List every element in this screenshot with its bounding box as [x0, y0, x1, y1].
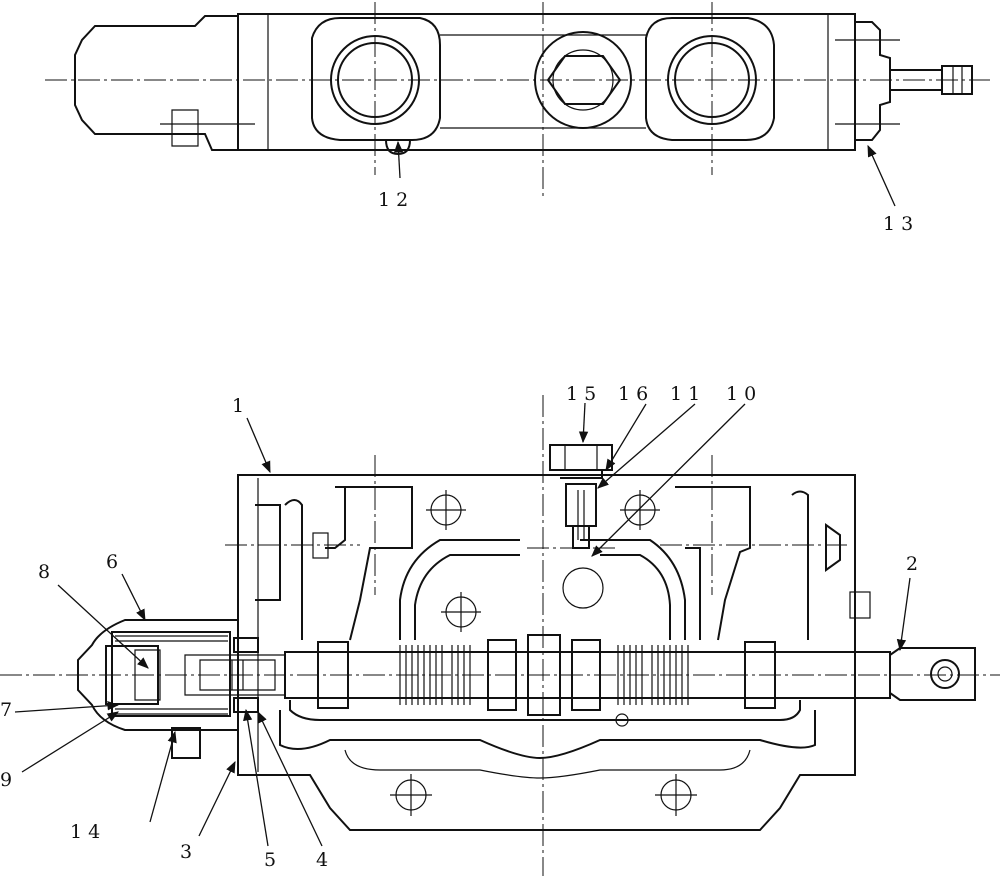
callout-1: 1: [232, 395, 244, 417]
leader-6: [121, 573, 146, 622]
top-plug: [549, 444, 613, 549]
leader-8: [57, 584, 149, 669]
callout-10: 1 0: [726, 383, 756, 405]
callout-2: 2: [906, 553, 918, 575]
top-hex-plug: [546, 55, 622, 105]
spring-cap: [77, 619, 286, 759]
callout-14: 1 4: [70, 821, 100, 843]
leader-4: [257, 710, 323, 847]
callout-12: 1 2: [378, 189, 408, 211]
leader-16: [605, 403, 647, 472]
top-oring-12: [385, 139, 411, 156]
leader-3: [198, 760, 236, 837]
leader-1: [246, 417, 271, 474]
leader-13: [867, 144, 896, 207]
upper-passage: [399, 539, 686, 640]
leader-12: [393, 140, 404, 179]
top-left-cap: [74, 15, 238, 151]
leader-5: [243, 708, 269, 847]
leader-9: [21, 711, 119, 773]
top-right-end: [855, 21, 891, 141]
callout-11: 1 1: [670, 383, 700, 405]
top-right-port-outer: [667, 35, 757, 125]
leader-7: [14, 701, 120, 713]
top-left-port-outer: [330, 35, 420, 125]
leader-15: [578, 402, 589, 444]
leader-11: [597, 403, 696, 489]
top-view: 1 2 1 3: [45, 2, 990, 235]
bolt-holes: [390, 490, 697, 816]
section-view: 1 2 3 4 5 6 7 8 9 1 0 1 1 1 4 1 5 1 6: [0, 383, 1000, 876]
callout-4: 4: [316, 849, 328, 871]
callout-9: 9: [0, 769, 12, 791]
lower-passage: [279, 710, 816, 760]
top-valve-body: [237, 13, 856, 151]
callout-13: 1 3: [883, 213, 913, 235]
top-center-plug-boss: [534, 31, 632, 129]
callout-15: 1 5: [566, 383, 596, 405]
leader-2: [896, 577, 911, 652]
section-valve-body: [237, 474, 856, 831]
callout-8: 8: [38, 561, 50, 583]
callout-3: 3: [180, 841, 192, 863]
callout-5: 5: [264, 849, 276, 871]
callout-7: 7: [0, 699, 12, 721]
callout-6: 6: [106, 551, 118, 573]
callout-16: 1 6: [618, 383, 648, 405]
leader-14: [149, 730, 177, 823]
leader-10: [591, 403, 746, 557]
